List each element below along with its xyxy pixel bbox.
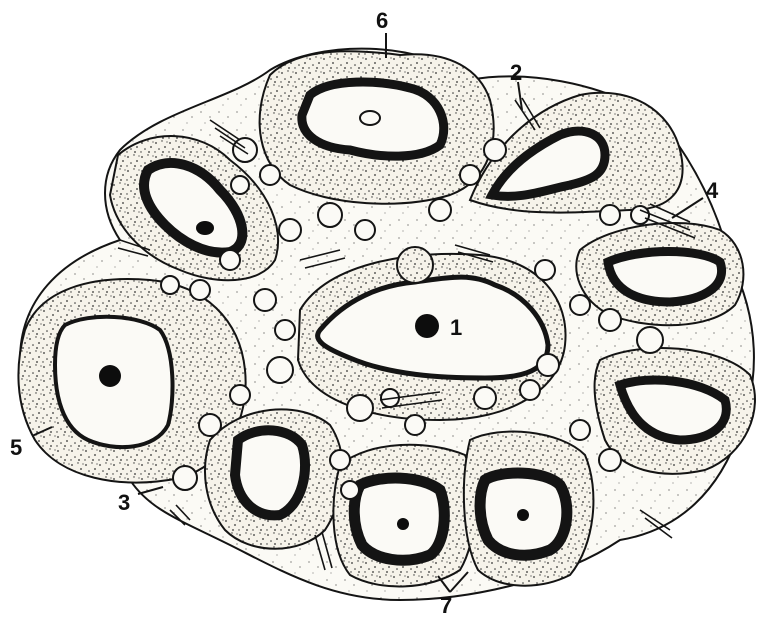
label-2: 2 bbox=[510, 60, 522, 85]
label-1: 1 bbox=[450, 315, 462, 340]
neuron-lower-left bbox=[205, 409, 343, 548]
neuron-right-upper bbox=[576, 223, 743, 325]
label-5: 5 bbox=[10, 435, 22, 460]
neuron-bottom-right bbox=[464, 432, 594, 586]
neuron-bottom-middle bbox=[333, 445, 475, 587]
neuron-6 bbox=[260, 51, 494, 204]
label-4: 4 bbox=[706, 178, 719, 203]
label-7: 7 bbox=[440, 593, 452, 618]
label-3: 3 bbox=[118, 490, 130, 515]
small-cell-center-top bbox=[397, 247, 433, 283]
label-6: 6 bbox=[376, 8, 388, 33]
